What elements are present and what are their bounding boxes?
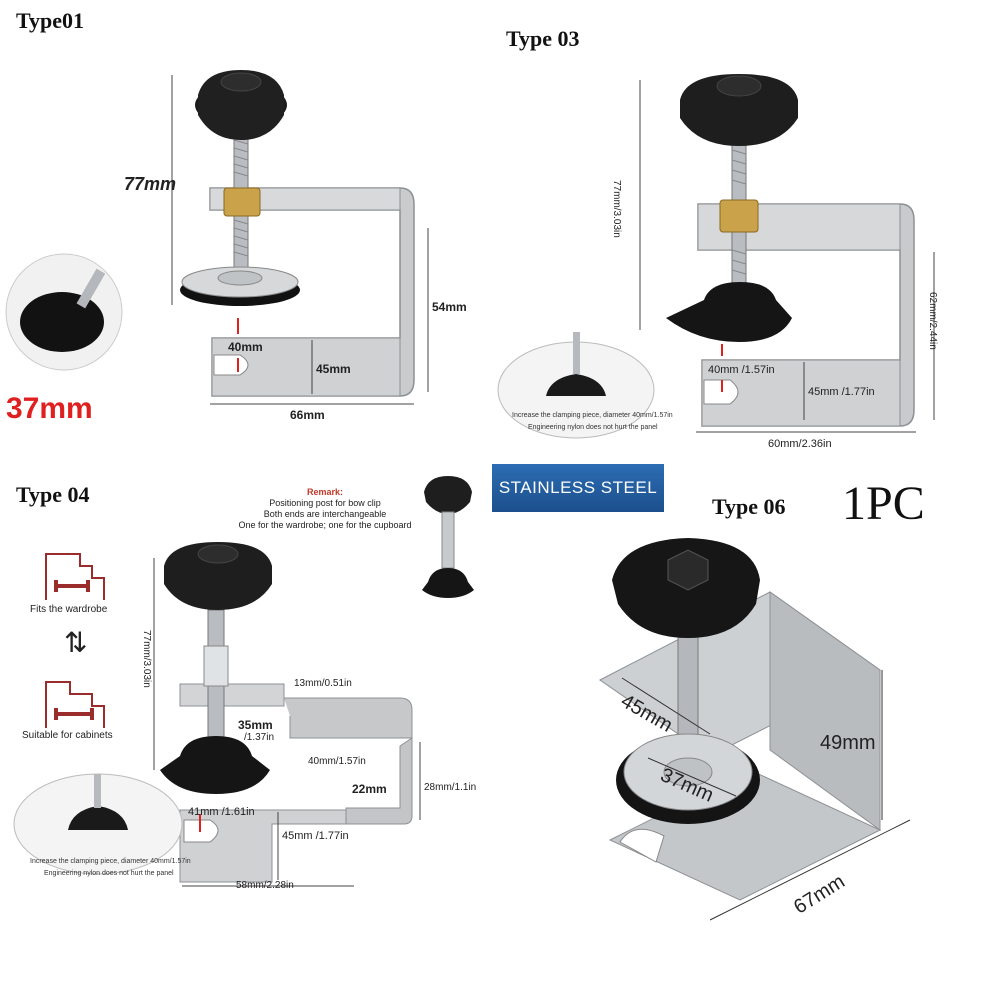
type01-knob-icon xyxy=(195,70,287,140)
swap-icon: ⇅ xyxy=(64,627,88,658)
type04-inset-line2: Engineering nylon does not hurt the pane… xyxy=(44,870,174,877)
type04-remark: Remark: Positioning post for bow clip Bo… xyxy=(218,487,432,531)
type01-inner-height-label: 54mm xyxy=(432,300,467,314)
type03-gap-label: 40mm /1.57in xyxy=(708,364,775,376)
type04-remark-line3: One for the wardrobe; one for the cupboa… xyxy=(238,520,412,530)
type04-remark-title: Remark: xyxy=(306,487,344,497)
type01-pad-label: 37mm xyxy=(6,392,93,425)
type03-title: Type 03 xyxy=(506,26,580,51)
type01-depth-label: 45mm xyxy=(316,362,351,376)
type03-clamp-illustration xyxy=(497,74,935,439)
type01-height-label: 77mm xyxy=(124,174,177,194)
type03-inset-line1: Increase the clamping piece, diameter 40… xyxy=(512,412,673,419)
fits-wardrobe-label: Fits the wardrobe xyxy=(30,604,108,615)
type01-title: Type01 xyxy=(16,8,85,33)
type04-step-width-label: 40mm/1.57in xyxy=(308,756,366,767)
stainless-steel-badge: STAINLESS STEEL xyxy=(492,464,664,512)
type04-gap-label: 41mm /1.61in xyxy=(188,806,255,818)
type01-gap-label: 40mm xyxy=(228,340,263,354)
type04-remark-line2: Both ends are interchangeable xyxy=(263,509,387,519)
type03-knob-icon xyxy=(680,74,798,146)
type03-depth-label: 45mm /1.77in xyxy=(808,386,875,398)
type04-small-label: 22mm xyxy=(352,782,387,796)
type03-height-label: 77mm/3.03in xyxy=(611,180,622,238)
type03-inset-line2: Engineering nylon does not hurt the pane… xyxy=(528,424,658,431)
type04-knob-icon xyxy=(164,542,272,610)
fits-cabinets-label: Suitable for cabinets xyxy=(22,730,113,741)
type04-top-label: 13mm/0.51in xyxy=(294,678,352,689)
wardrobe-icon xyxy=(45,553,105,600)
cabinet-icon xyxy=(45,681,105,728)
type04-height-label: 77mm/3.03in xyxy=(141,630,152,688)
type04-step-label-in: /1.37in xyxy=(244,732,275,743)
type06-knob-icon xyxy=(612,538,760,638)
type06-height-label: 49mm xyxy=(820,732,876,754)
type04-clamp-illustration xyxy=(13,476,474,887)
type03-width-label: 60mm/2.36in xyxy=(768,438,832,450)
type04-remark-line1: Positioning post for bow clip xyxy=(269,498,381,508)
type04-depth-label: 45mm /1.77in xyxy=(282,830,349,842)
type04-inset-line1: Increase the clamping piece, diameter 40… xyxy=(30,858,191,865)
quantity-label: 1PC xyxy=(842,477,925,530)
type04-step-label: 35mm xyxy=(238,718,273,732)
type04-width-label: 58mm/2.28in xyxy=(236,880,294,891)
type06-title: Type 06 xyxy=(712,494,786,519)
positioning-post-icon xyxy=(422,476,474,598)
type01-clamp-illustration xyxy=(5,70,429,405)
type03-inner-height-label: 62mm/2.44in xyxy=(927,292,938,350)
type06-clamp-illustration xyxy=(599,538,911,921)
type04-title: Type 04 xyxy=(16,482,90,507)
type01-width-label: 66mm xyxy=(290,408,325,422)
type04-right-height-label: 28mm/1.1in xyxy=(424,782,477,793)
